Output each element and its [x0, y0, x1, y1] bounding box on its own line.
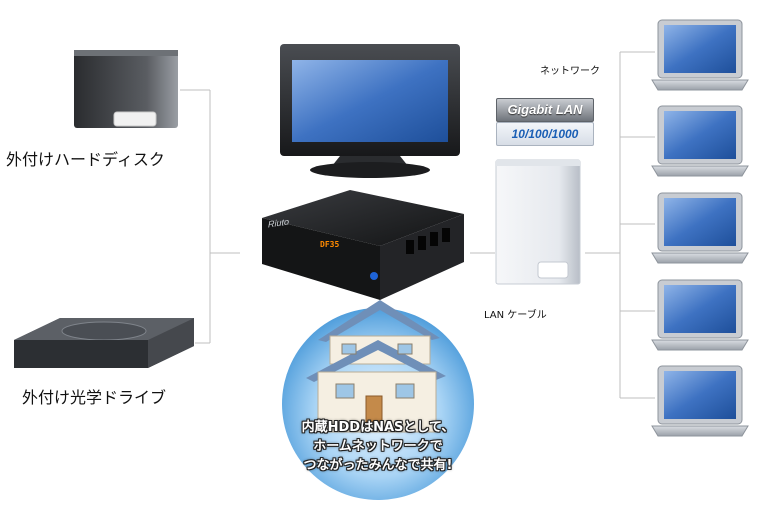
monitor-icon: [280, 44, 460, 178]
hdd-icon: [74, 50, 178, 128]
caption-line-2: ホームネットワークで: [313, 439, 443, 454]
gigabit-lan-title: Gigabit LAN: [496, 98, 594, 122]
house-caption: 内蔵HDDはNASとして、 ホームネットワークで つながったみんなで共有!: [262, 418, 494, 475]
lan-cable-label: LAN ケーブル: [484, 310, 547, 321]
right-connectors: [585, 51, 655, 399]
laptop-icon: [651, 279, 749, 351]
switch-hub-icon: [495, 159, 581, 285]
media-player-icon: [262, 190, 464, 300]
external-hdd-label: 外付けハードディスク: [6, 150, 165, 169]
laptop-icon: [651, 192, 749, 264]
left-connectors: [180, 89, 240, 344]
laptop-icon: [651, 105, 749, 177]
device-display: DF35: [320, 240, 340, 249]
caption-line-1: 内蔵HDDはNASとして、: [301, 420, 455, 435]
network-label: ネットワーク: [540, 66, 600, 77]
external-optical-label: 外付け光学ドライブ: [22, 388, 167, 407]
laptop-icon: [651, 365, 749, 437]
laptop-icon: [651, 19, 749, 91]
caption-line-3: つながったみんなで共有!: [303, 458, 453, 473]
optical-drive-icon: [14, 318, 194, 368]
gigabit-lan-speeds: 10/100/1000: [496, 122, 594, 146]
house-icon: [282, 300, 474, 500]
gigabit-lan-badge: Gigabit LAN 10/100/1000: [496, 98, 594, 148]
